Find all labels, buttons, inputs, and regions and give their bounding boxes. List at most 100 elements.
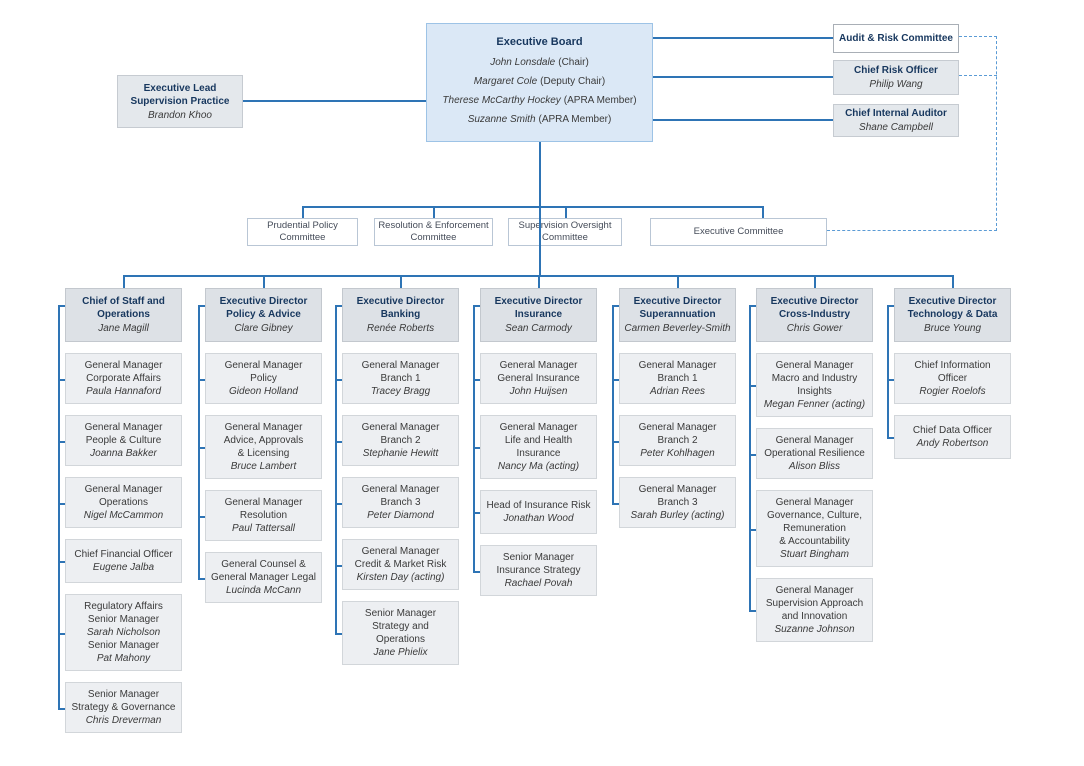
division-spine-stub [612,441,619,443]
division-head-name: Sean Carmody [505,323,572,334]
role-title: General Manager [638,484,717,495]
division-spine-stub [58,441,65,443]
role-title: Supervision Approach [765,598,864,609]
division-spine-stub [473,305,480,307]
division-spine-stub [749,529,756,531]
executive-lead-box: Executive Lead Supervision Practice Bran… [117,75,243,128]
role-title: Advice, Approvals [223,435,304,446]
division-head-title-line: Cross-Industry [778,309,851,320]
person-name: Andy Robertson [916,438,989,449]
division-spine [198,305,200,578]
executive-lead-name: Brandon Khoo [148,109,212,121]
role-title: General Manager [775,585,854,596]
role-title: General Manager [84,422,163,433]
connector-division-stub [814,275,816,288]
audit-risk-committee-box: Audit & Risk Committee [833,24,959,53]
person-name: Sarah Nicholson [86,627,161,638]
division-head-title-line: Executive Director [908,296,997,307]
connector-division-stub [677,275,679,288]
connector-division-stub [400,275,402,288]
division-head-title-line: Technology & Data [907,309,998,320]
division-head-name: Jane Magill [98,323,149,334]
role-title: & Accountability [779,536,850,547]
division-spine-stub [887,437,894,439]
role-title: General Manager [84,360,163,371]
connector-division-stub [263,275,265,288]
person-name: John Huijsen [509,386,568,397]
division-spine-stub [198,305,205,307]
division-spine [887,305,889,437]
role-title: Policy [250,373,277,384]
person-name: Tracey Bragg [370,386,431,397]
connector-division-stub [123,275,125,288]
executive-board-title: Executive Board [496,36,583,48]
person-name: Jonathan Wood [503,513,574,524]
division-head-name: Bruce Young [923,323,982,334]
chief-internal-auditor-box: Chief Internal Auditor Shane Campbell [833,104,959,137]
person-name: Megan Fenner (acting) [763,399,866,410]
connector-committee-stub [762,206,764,218]
division-spine-stub [58,305,65,307]
person-name: Rogier Roelofs [919,386,986,397]
audit-risk-committee-title: Audit & Risk Committee [839,33,953,44]
committee-label-line: Executive Committee [693,225,784,237]
role-title: Senior Manager [87,689,160,700]
division-spine-stub [473,447,480,449]
role-title: Chief Information [914,360,991,371]
division-spine-stub [198,379,205,381]
connector-committee-stub [302,206,304,218]
member-name: Suzanne Smith [467,114,536,125]
dashed-connector-cro [959,75,997,76]
division-head-title-line: Executive Director [770,296,859,307]
division-head-title-line: Executive Director [356,296,445,307]
person-name: Gideon Holland [229,386,298,397]
connector-board-to-audit-risk [653,37,833,39]
board-member: Suzanne Smith(APRA Member) [468,110,612,129]
role-title: Senior Manager [87,640,160,651]
executive-board-box: Executive Board John Lonsdale(Chair) Mar… [426,23,653,142]
division-head-name: Clare Gibney [234,323,293,334]
role-title: Branch 2 [657,435,698,446]
division-spine [612,305,614,503]
person-name: Sarah Burley (acting) [630,510,725,521]
division-head-title-line: Chief of Staff and [82,296,165,307]
division-spine-stub [749,385,756,387]
role-title: Macro and Industry [771,373,858,384]
connector-division-stub [952,275,954,288]
executive-lead-title-line: Supervision Practice [130,95,230,107]
role-title: General Manager [499,422,578,433]
board-member: John Lonsdale(Chair) [490,53,589,72]
role-title: Chief Data Officer [912,425,993,436]
committee-label-line: Committee [279,232,326,243]
division-spine-stub [335,379,342,381]
division-head-title-line: Policy & Advice [226,309,301,320]
role-title: General Manager [499,360,578,371]
role-title: Life and Health [504,435,573,446]
role-title: General Manager [361,360,440,371]
role-title: General Manager [84,484,163,495]
role-title: Senior Manager [364,608,437,619]
role-title: Credit & Market Risk [354,559,447,570]
role-title: Chief Financial Officer [74,549,173,560]
connector-lead-to-board [243,100,426,102]
division-spine-stub [198,447,205,449]
division-head-name: Chris Gower [786,323,843,334]
role-title: General Manager [361,422,440,433]
role-title: General Manager [775,435,854,446]
member-role: (Deputy Chair) [540,76,606,87]
division-spine-stub [887,305,894,307]
